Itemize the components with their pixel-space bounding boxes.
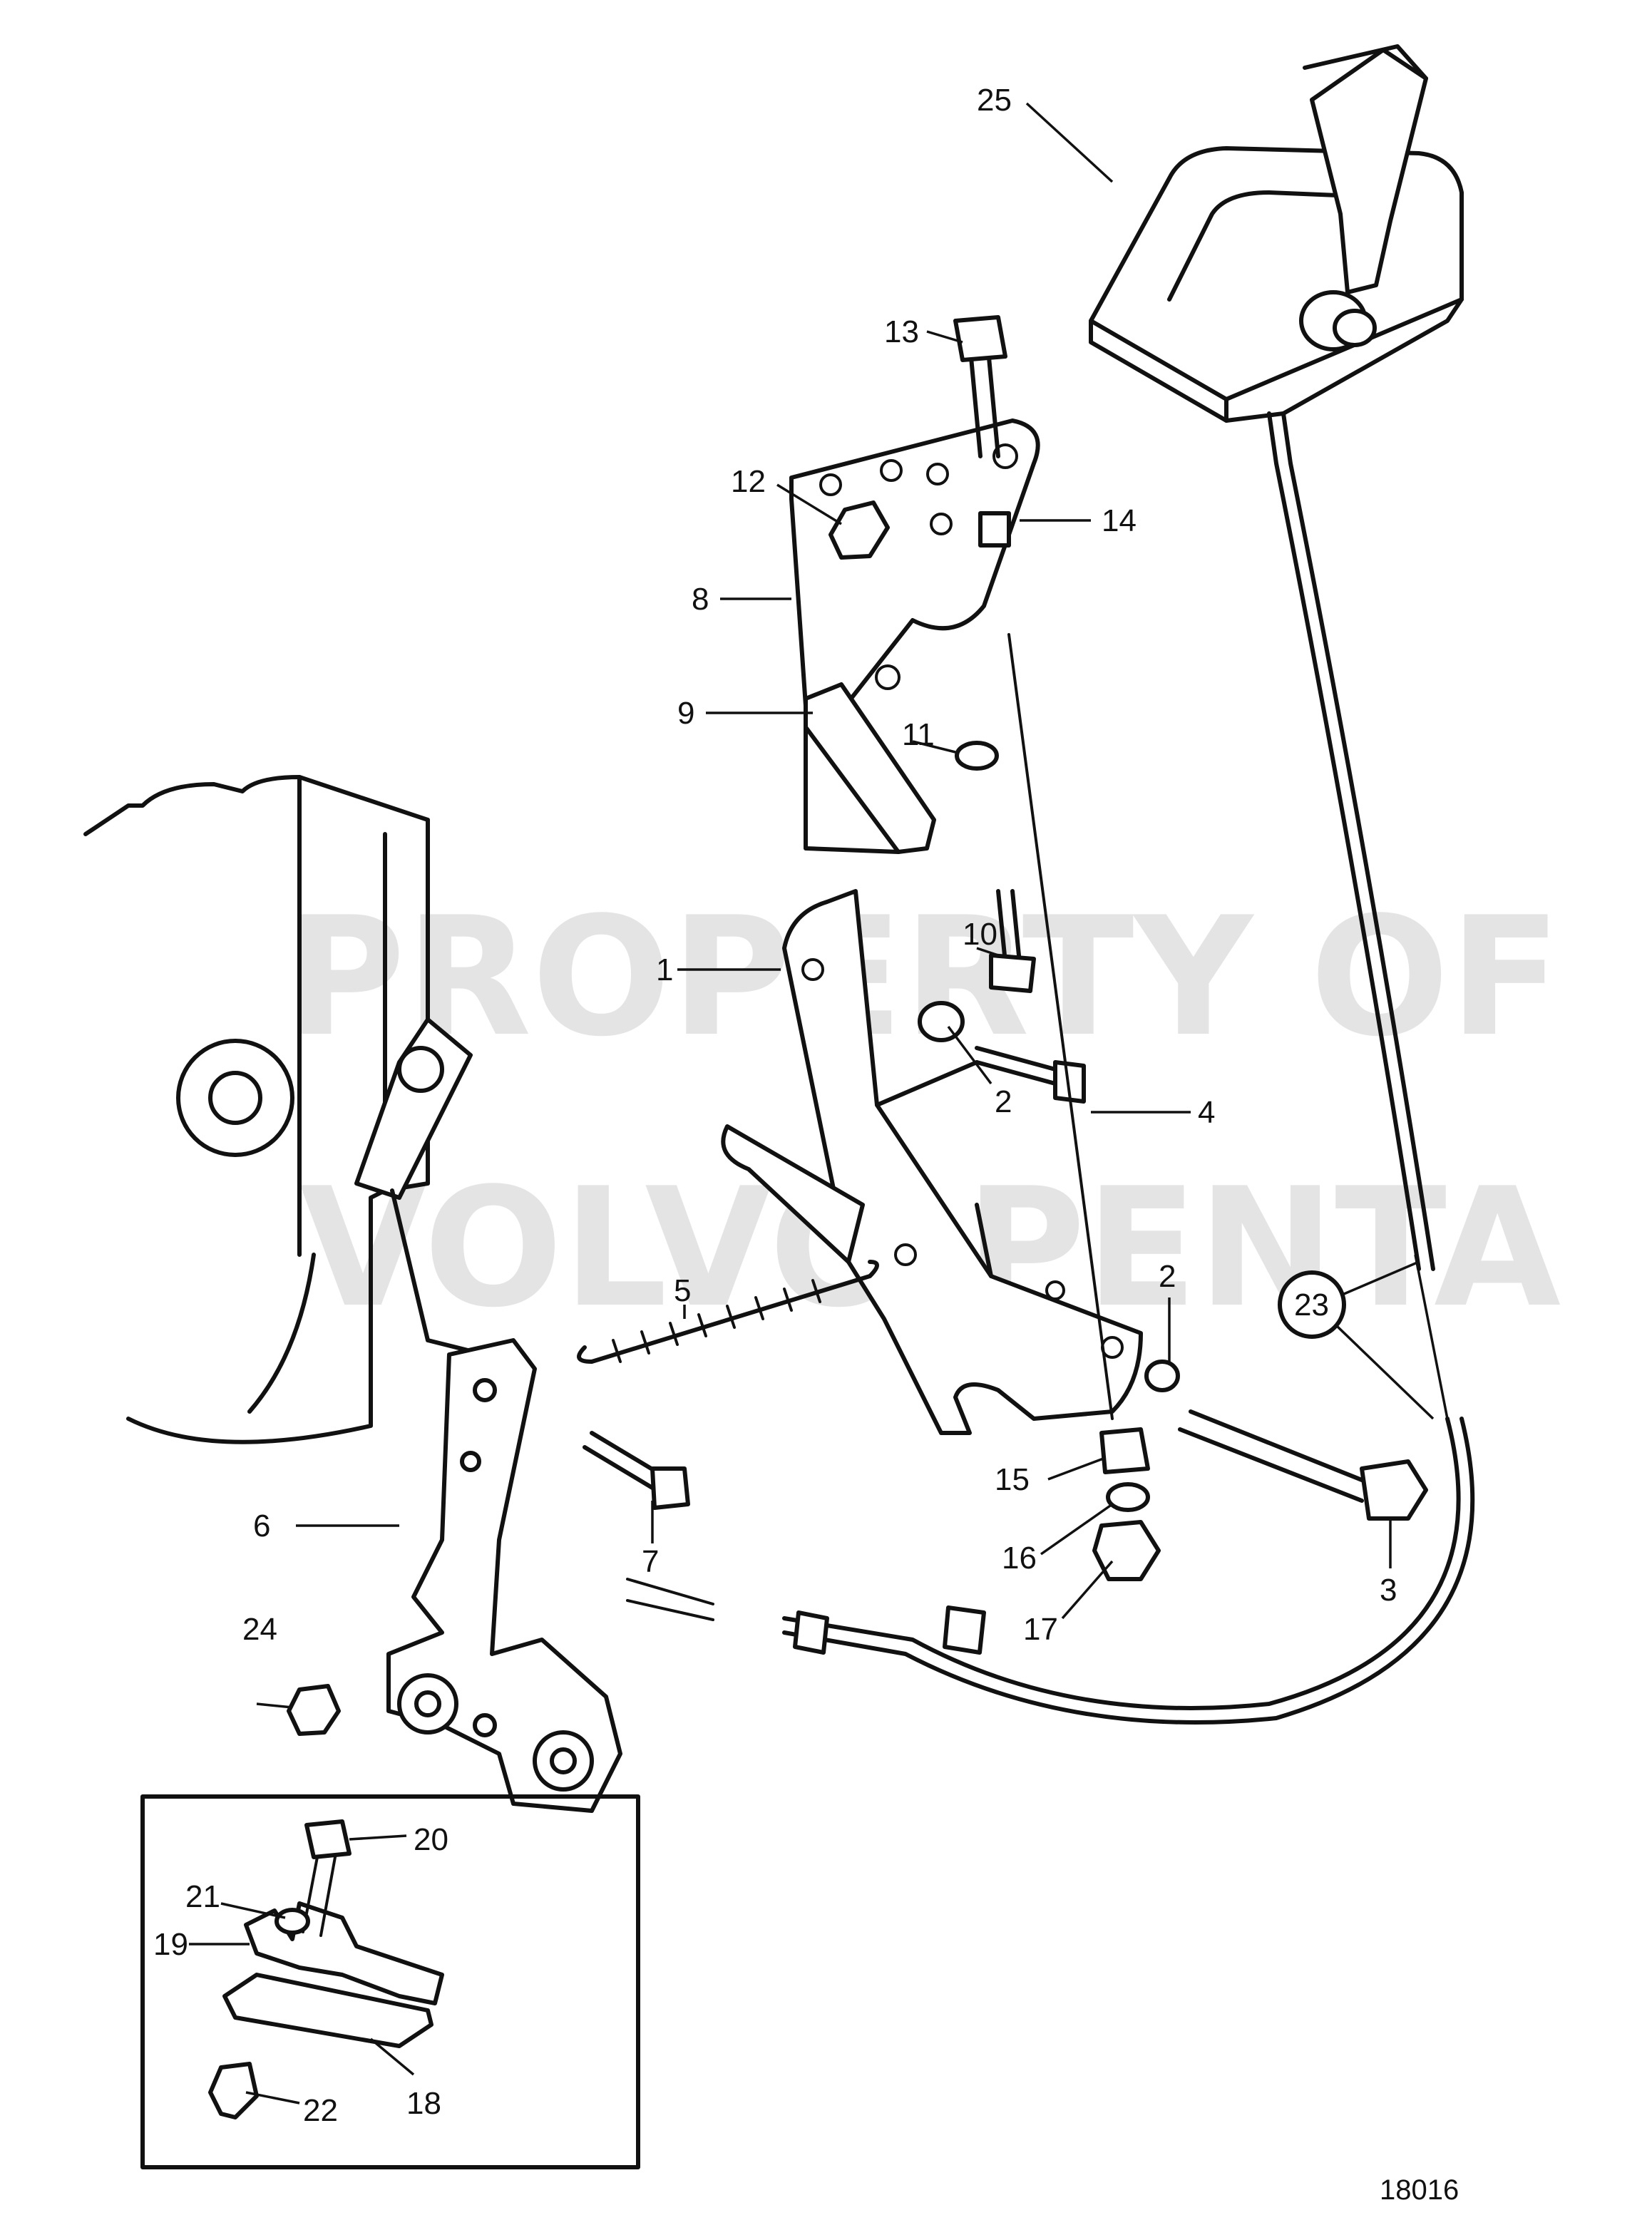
callout-25: 25	[977, 83, 1012, 118]
callout-21: 21	[185, 1879, 220, 1914]
part-24-nut	[256, 1684, 341, 1736]
part-7-bolt	[583, 1431, 690, 1510]
callout-16: 16	[1002, 1541, 1037, 1576]
callout-4: 4	[1198, 1095, 1215, 1130]
part-9-block	[804, 682, 936, 854]
part-25-control-box	[1089, 44, 1464, 423]
callout-10: 10	[963, 917, 997, 952]
part-10-bolt	[989, 889, 1036, 993]
callout-22: 22	[303, 2093, 338, 2128]
callout-2b: 2	[1159, 1259, 1176, 1294]
callout-11: 11	[902, 717, 935, 752]
callout-1: 1	[656, 952, 673, 987]
part-6-lever	[386, 1338, 622, 1813]
callout-2a: 2	[995, 1084, 1012, 1119]
callout-8: 8	[692, 582, 709, 617]
callout-6: 6	[253, 1509, 270, 1543]
part-23-control-cable	[626, 411, 1475, 1725]
callout-7: 7	[642, 1544, 659, 1579]
callout-5: 5	[674, 1273, 691, 1308]
engine-housing	[83, 775, 487, 1444]
part-3-long-bolt	[1007, 633, 1428, 1581]
watermark-line-1: PROPERTY OF	[285, 883, 1561, 1073]
callout-20: 20	[414, 1822, 448, 1857]
part-1-bracket	[721, 889, 1143, 1435]
leader-lines	[189, 102, 1449, 2105]
callout-19: 19	[153, 1927, 188, 1962]
inset-clamp-detail	[140, 1794, 640, 2169]
figure-number: 18016	[1380, 2174, 1459, 2206]
callout-9: 9	[677, 696, 694, 731]
callout-labels: 25 13 12 14 8 9 11 10 1 4 2 5 2 23 6 7 1…	[153, 83, 1397, 2128]
part-8-plate	[789, 418, 1040, 722]
callout-24: 24	[242, 1612, 277, 1647]
callout-3: 3	[1380, 1573, 1397, 1608]
part-4-bolt	[918, 1001, 1086, 1104]
callout-13: 13	[884, 314, 919, 349]
callout-12: 12	[731, 464, 766, 499]
part-13-bolt	[828, 315, 1011, 771]
part-23-callout-circle	[1278, 1270, 1346, 1339]
part-5-spring	[577, 1260, 879, 1364]
callout-18: 18	[406, 2086, 441, 2121]
callout-23: 23	[1294, 1288, 1329, 1322]
callout-14: 14	[1102, 503, 1137, 538]
callout-15: 15	[995, 1462, 1030, 1497]
callout-17: 17	[1023, 1612, 1058, 1647]
